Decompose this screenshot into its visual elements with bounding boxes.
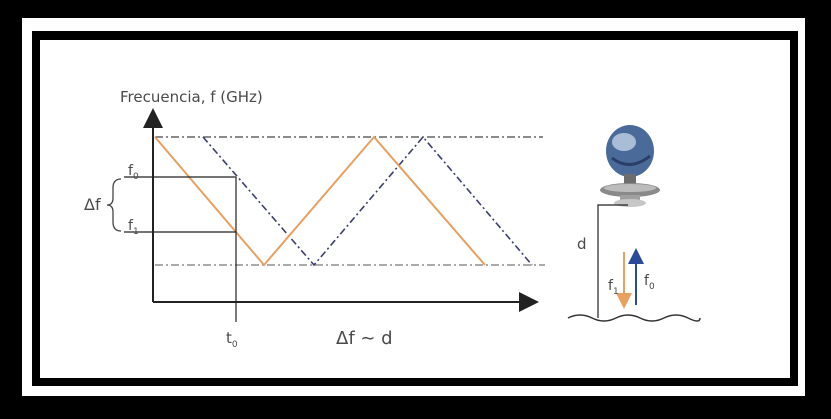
relation-label: Δf ∼ d: [336, 328, 393, 349]
transmitted-signal-line: [202, 135, 533, 267]
liquid-surface-wave: [567, 314, 701, 322]
t0-label: t0: [226, 329, 238, 350]
upward-arrow-label: f0: [644, 273, 655, 292]
f1-label: f1: [128, 218, 139, 237]
received-signal-line: [154, 135, 486, 267]
distance-line: [597, 204, 628, 318]
delta-f-bracket: [106, 178, 122, 232]
radar-level-sensor-icon: [600, 125, 660, 207]
delta-f-label: Δf: [84, 195, 101, 214]
f0-label: f0: [128, 163, 139, 182]
downward-arrow-label: f1: [608, 278, 619, 297]
y-axis-label: Frecuencia, f (GHz): [120, 88, 263, 106]
distance-label: d: [577, 235, 587, 253]
figure-panel: [40, 40, 790, 378]
